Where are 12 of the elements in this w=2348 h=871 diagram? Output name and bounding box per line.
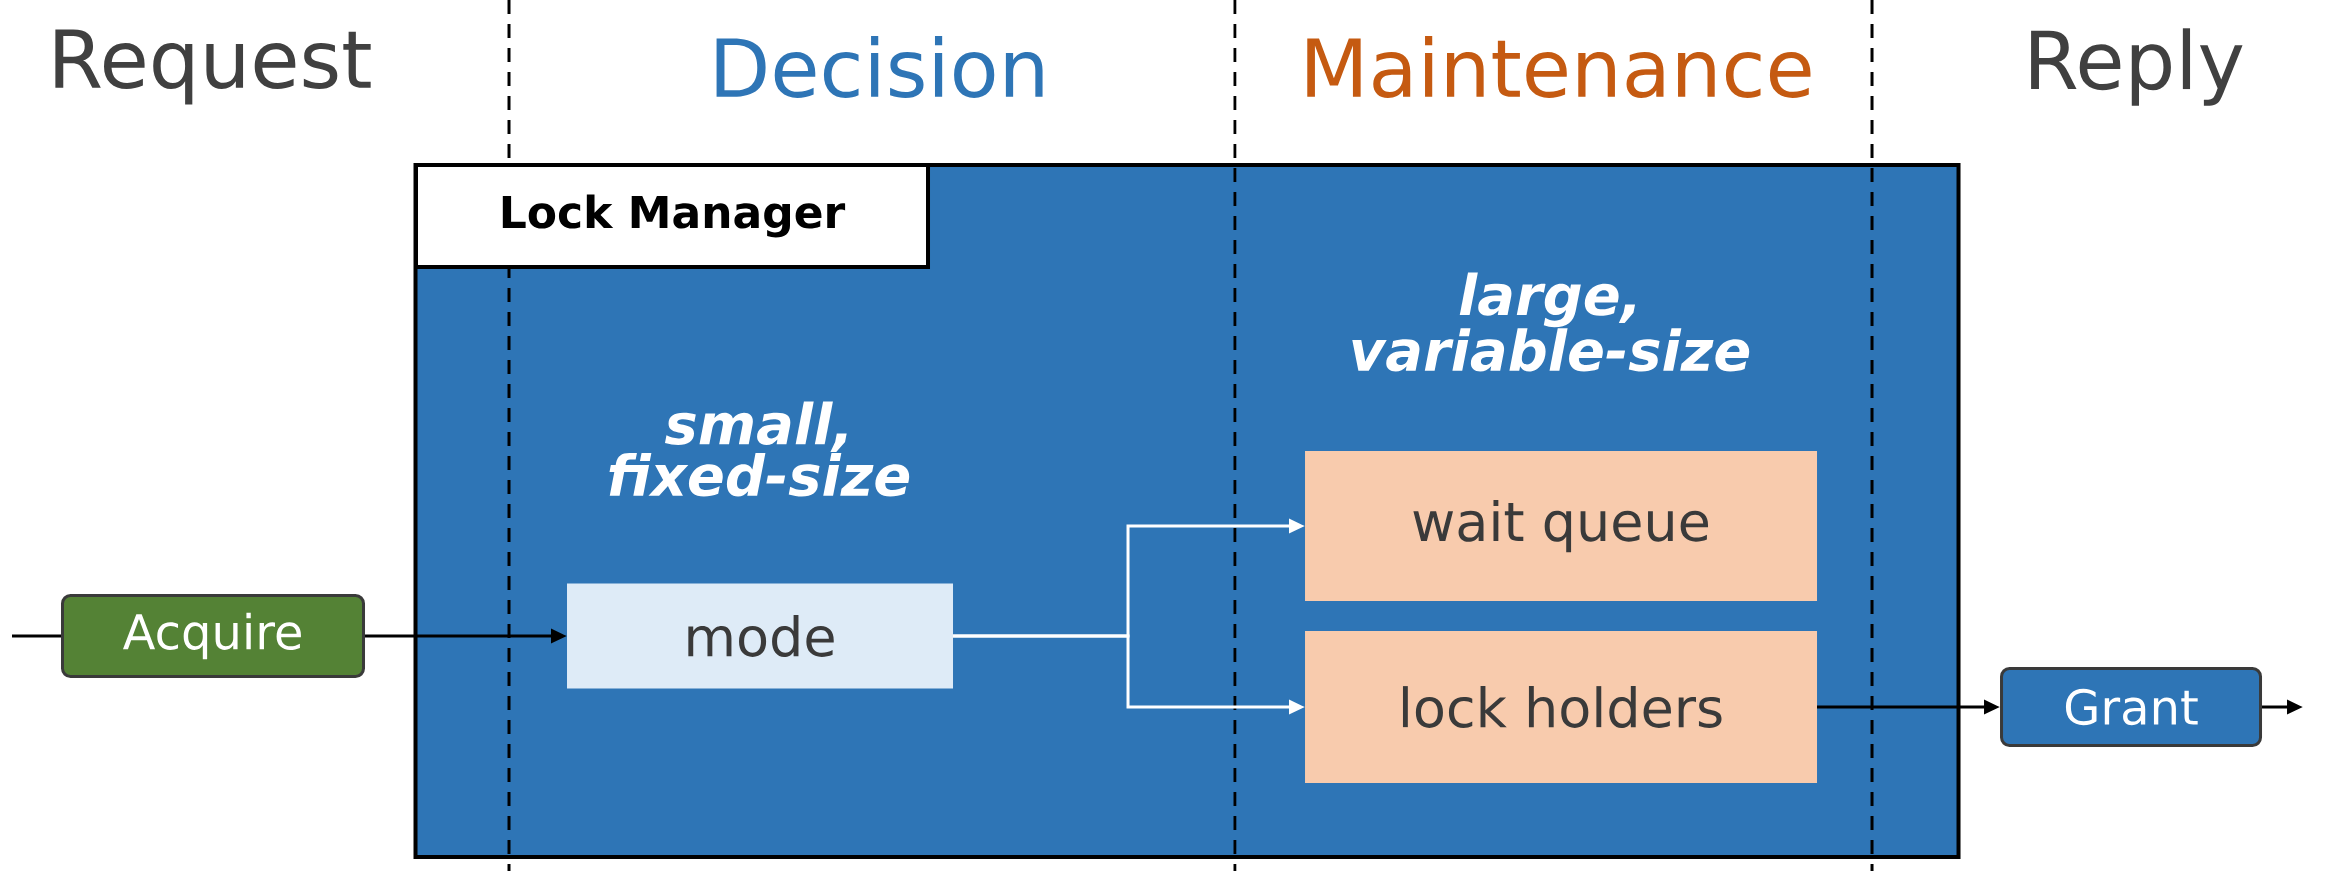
phase-heading: Reply <box>2031 28 2243 106</box>
panel-note: small, fixed-size <box>609 401 910 497</box>
phase-heading: Maintenance <box>1307 36 1811 98</box>
acquire-box: Acquire <box>61 594 365 678</box>
phase-heading: Decision <box>716 36 1043 98</box>
title-tab: Lock Manager <box>414 163 930 269</box>
mode-box: mode <box>567 583 953 689</box>
phase-heading: Request <box>55 29 371 105</box>
holders-box: lock holders <box>1305 631 1817 783</box>
grant-box: Grant <box>2000 667 2262 747</box>
panel-note: large, variable-size <box>1352 272 1750 372</box>
queue-box: wait queue <box>1305 451 1817 601</box>
